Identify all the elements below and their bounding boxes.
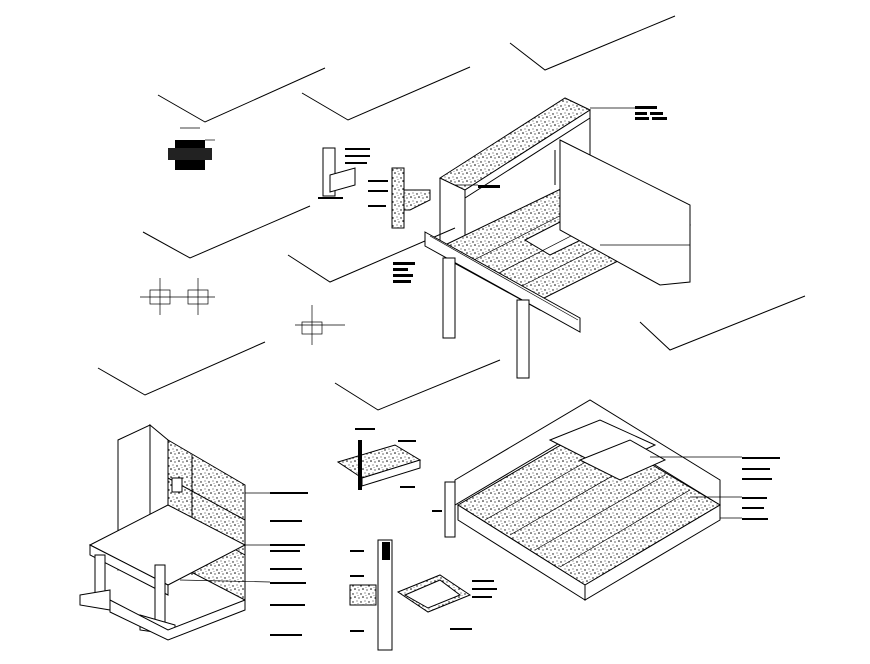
detail-beam-column (318, 147, 370, 199)
column-right (516, 299, 530, 379)
detail-cross-joint (168, 127, 215, 170)
title-leader-lines (97, 15, 806, 411)
slab-on-beam-isometric (393, 97, 692, 379)
detail-small-joints (140, 278, 345, 345)
floor-slab-isometric (432, 399, 780, 601)
edge-beam (424, 231, 581, 333)
edge-beam-right (584, 504, 721, 601)
side-wall (559, 139, 691, 286)
slab-joint-details (336, 428, 497, 651)
corner-wall-isometric (79, 423, 308, 641)
annotation-labels (393, 106, 667, 283)
detail-wall-section (368, 167, 431, 229)
connection-details (140, 127, 431, 345)
column-left (442, 257, 456, 339)
